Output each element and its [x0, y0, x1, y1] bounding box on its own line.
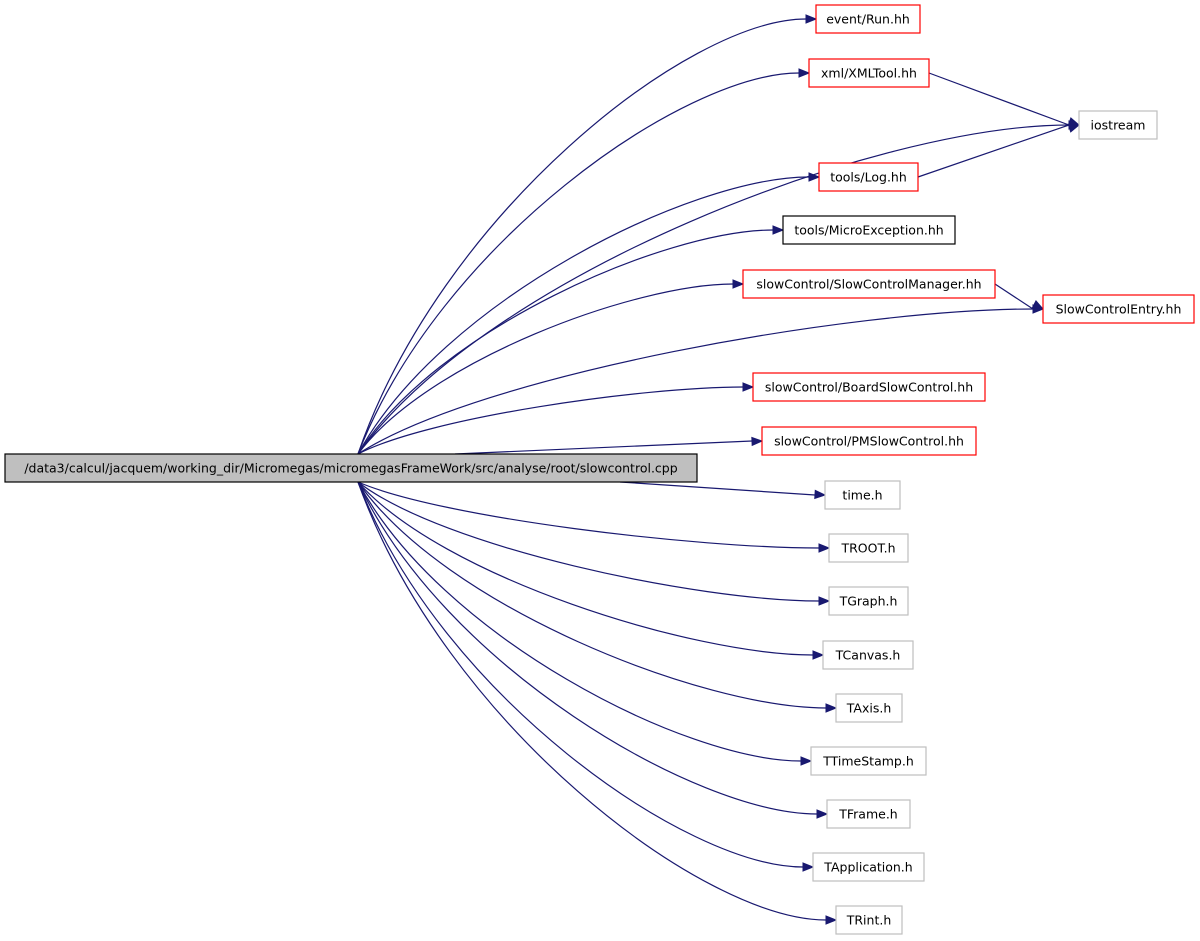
edge-root-to-tgraph: [357, 481, 820, 602]
arrowhead-run: [805, 14, 818, 24]
node-label-xmltool: xml/XMLTool.hh: [821, 66, 917, 81]
node-box-time: [824, 480, 901, 510]
arrowhead-ttimestamp: [800, 756, 813, 766]
arrowhead-xmltool: [798, 68, 811, 78]
edge-root-to-troot: [357, 481, 820, 549]
arrowhead-scentry: [1031, 299, 1045, 310]
edge-root-to-run: [357, 18, 807, 455]
node-label-microexc: tools/MicroException.hh: [794, 223, 943, 238]
edge-root-to-iostream: [357, 124, 1070, 455]
node-tgraph: TGraph.h: [828, 586, 909, 616]
edge-root-to-time: [619, 481, 816, 496]
edge-root-to-tcanvas: [357, 481, 814, 656]
node-box-pmsc: [761, 426, 977, 456]
node-tapplication: TApplication.h: [812, 852, 925, 882]
node-box-run: [815, 4, 921, 34]
node-box-scmanager: [742, 269, 996, 299]
node-box-trint: [835, 905, 903, 935]
node-label-boardsc: slowControl/BoardSlowControl.hh: [765, 380, 973, 395]
node-xmltool[interactable]: xml/XMLTool.hh: [808, 58, 930, 88]
node-box-tframe: [826, 799, 911, 829]
edge-scmanager-to-scentry: [994, 283, 1034, 310]
arrowhead-log: [808, 172, 821, 182]
arrowhead-tapplication: [802, 862, 815, 872]
arrowhead-tcanvas: [812, 650, 825, 660]
edge-root-to-log: [357, 176, 810, 455]
node-label-tapplication: TApplication.h: [823, 860, 912, 875]
edge-root-to-xmltool: [357, 72, 800, 455]
node-scentry[interactable]: SlowControlEntry.hh: [1042, 294, 1195, 324]
edge-root-to-ttimestamp: [357, 481, 802, 762]
node-trint: TRint.h: [835, 905, 903, 935]
node-label-trint: TRint.h: [846, 913, 892, 928]
node-box-taxis: [835, 693, 903, 723]
edge-root-to-pmsc: [454, 440, 753, 455]
node-label-pmsc: slowControl/PMSlowControl.hh: [774, 434, 964, 449]
node-box-xmltool: [808, 58, 930, 88]
node-time: time.h: [824, 480, 901, 510]
edge-root-to-trint: [357, 481, 827, 921]
node-tframe: TFrame.h: [826, 799, 911, 829]
node-ttimestamp: TTimeStamp.h: [810, 746, 927, 776]
arrowhead-time: [814, 489, 827, 500]
arrowhead-scmanager: [732, 279, 745, 289]
arrowhead-iostream: [1067, 123, 1081, 133]
node-label-log: tools/Log.hh: [830, 170, 907, 185]
edge-root-to-tapplication: [357, 481, 804, 868]
arrowhead-microexc: [772, 225, 785, 235]
edge-root-to-microexc: [357, 229, 774, 455]
edge-root-to-tframe: [357, 481, 818, 815]
node-box-root: [4, 453, 698, 483]
node-log[interactable]: tools/Log.hh: [818, 162, 919, 192]
node-label-time: time.h: [842, 488, 882, 503]
node-run[interactable]: event/Run.hh: [815, 4, 921, 34]
node-boardsc[interactable]: slowControl/BoardSlowControl.hh: [752, 372, 986, 402]
node-iostream: iostream: [1078, 110, 1158, 140]
node-pmsc[interactable]: slowControl/PMSlowControl.hh: [761, 426, 977, 456]
arrowhead-tframe: [816, 809, 829, 819]
node-box-boardsc: [752, 372, 986, 402]
edge-log-to-iostream: [917, 124, 1070, 178]
node-label-ttimestamp: TTimeStamp.h: [822, 754, 914, 769]
arrowhead-troot: [818, 543, 831, 553]
edge-root-to-taxis: [357, 481, 827, 709]
node-box-ttimestamp: [810, 746, 927, 776]
node-label-scmanager: slowControl/SlowControlManager.hh: [756, 277, 981, 292]
node-label-tcanvas: TCanvas.h: [835, 648, 901, 663]
node-label-tframe: TFrame.h: [838, 807, 897, 822]
node-box-tcanvas: [822, 640, 914, 670]
node-scmanager[interactable]: slowControl/SlowControlManager.hh: [742, 269, 996, 299]
arrowhead-boardsc: [742, 382, 755, 392]
node-box-tgraph: [828, 586, 909, 616]
node-root: /data3/calcul/jacquem/working_dir/Microm…: [4, 453, 698, 483]
edge-root-to-boardsc: [357, 386, 744, 455]
node-label-scentry: SlowControlEntry.hh: [1056, 302, 1182, 317]
node-box-microexc: [782, 215, 956, 245]
node-box-log: [818, 162, 919, 192]
node-troot: TROOT.h: [828, 533, 909, 563]
node-box-iostream: [1078, 110, 1158, 140]
edges-layer: [357, 14, 1081, 925]
arrowhead-trint: [825, 915, 838, 925]
arrowhead-tgraph: [818, 596, 831, 606]
nodes-layer: /data3/calcul/jacquem/working_dir/Microm…: [4, 4, 1195, 935]
node-box-troot: [828, 533, 909, 563]
edge-root-to-scentry: [357, 308, 1034, 455]
node-label-troot: TROOT.h: [840, 541, 895, 556]
node-box-scentry: [1042, 294, 1195, 324]
node-taxis: TAxis.h: [835, 693, 903, 723]
arrowhead-taxis: [825, 703, 838, 713]
node-tcanvas: TCanvas.h: [822, 640, 914, 670]
node-label-run: event/Run.hh: [826, 12, 910, 27]
arrowhead-pmsc: [751, 436, 764, 447]
node-box-tapplication: [812, 852, 925, 882]
edge-xmltool-to-iostream: [928, 72, 1070, 126]
edge-root-to-scmanager: [357, 283, 734, 455]
node-label-taxis: TAxis.h: [846, 701, 892, 716]
node-label-root: /data3/calcul/jacquem/working_dir/Microm…: [24, 461, 677, 476]
node-label-tgraph: TGraph.h: [839, 594, 898, 609]
node-microexc[interactable]: tools/MicroException.hh: [782, 215, 956, 245]
node-label-iostream: iostream: [1091, 118, 1146, 133]
